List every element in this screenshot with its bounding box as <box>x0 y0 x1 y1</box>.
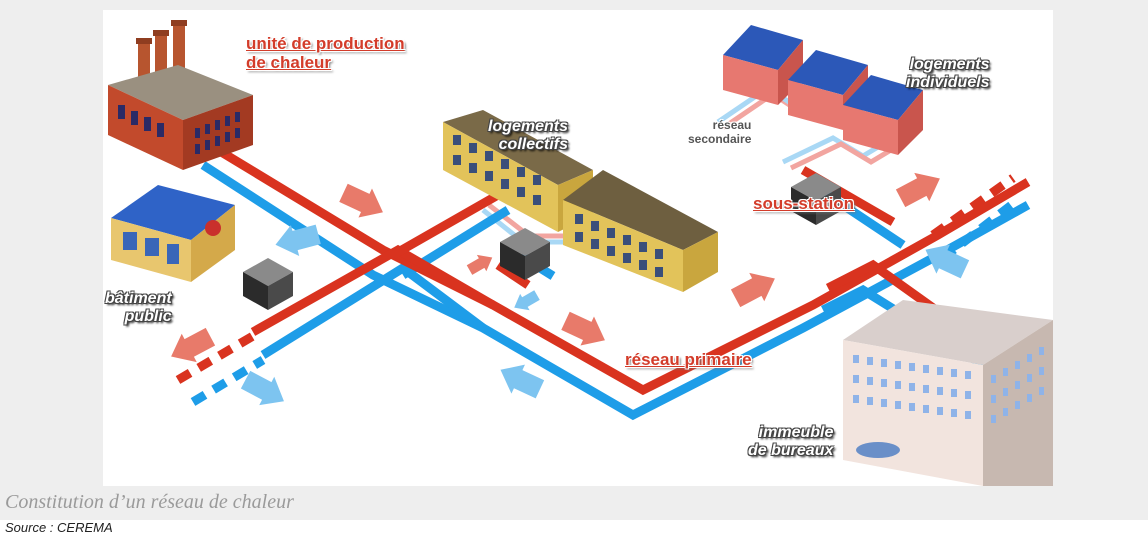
figure-frame: unité de production de chaleur logements… <box>0 0 1148 520</box>
sous-station-label-text: sous-station <box>753 194 855 213</box>
house-icon <box>843 75 923 155</box>
primaire-label-text: réseau primaire <box>625 350 752 369</box>
batiment-label: bâtiment public <box>105 290 172 326</box>
individuels-label-line-2: individuels <box>906 74 990 91</box>
figure-caption: Constitution d’un réseau de chaleur <box>5 491 294 513</box>
batiment-label-line-2: public <box>124 308 172 325</box>
individuels-label-line-1: logements <box>909 56 990 73</box>
bureaux-label-line-1: immeuble <box>758 424 834 441</box>
secondaire-label-line-1: réseau <box>712 118 752 132</box>
secondaire-label: réseau secondaire <box>688 118 751 146</box>
hot-arrow-icon <box>339 183 383 218</box>
heat-network-diagram: unité de production de chaleur logements… <box>103 10 1053 486</box>
office-tower-icon <box>843 300 1053 486</box>
substation-cube-icon <box>791 173 841 225</box>
collectifs-label-line-1: logements <box>488 118 569 135</box>
batiment-label-line-1: bâtiment <box>105 290 172 307</box>
hot-arrow-icon <box>895 172 940 208</box>
individuels-label: logements individuels <box>906 56 990 92</box>
production-label-line-2: de chaleur <box>246 53 332 72</box>
public-building-icon <box>111 185 235 282</box>
flow-arrows <box>171 172 970 406</box>
collectifs-label: logements collectifs <box>488 118 568 154</box>
cold-arrow-icon <box>925 244 970 279</box>
cold-arrow-icon <box>466 254 493 275</box>
apartment-building-icon <box>443 110 718 292</box>
dashed-ends <box>175 174 1021 406</box>
bureaux-label: immeuble de bureaux <box>748 424 833 460</box>
hot-arrow-icon <box>730 272 775 308</box>
sous-station-label: sous-station <box>753 194 854 213</box>
figure-source: Source : CEREMA <box>5 520 113 535</box>
production-label: unité de production de chaleur <box>246 34 405 72</box>
bureaux-label-line-2: de bureaux <box>748 442 834 459</box>
primaire-label: réseau primaire <box>625 350 752 369</box>
house-icon <box>723 25 803 105</box>
secondaire-label-line-2: secondaire <box>688 132 752 146</box>
hot-arrow-icon <box>561 311 605 346</box>
cold-arrow-icon <box>514 290 540 311</box>
cold-arrow-icon <box>500 364 545 399</box>
hot-arrow-icon <box>171 327 216 363</box>
production-label-line-1: unité de production <box>246 34 405 53</box>
factory-icon <box>108 20 253 170</box>
substation-cube-icon <box>243 258 293 310</box>
cold-arrow-icon <box>275 224 321 256</box>
diagram-drawing <box>108 20 1053 486</box>
substation-cube-icon <box>500 228 550 280</box>
cold-arrow-icon <box>240 370 284 406</box>
collectifs-label-line-2: collectifs <box>498 136 569 153</box>
